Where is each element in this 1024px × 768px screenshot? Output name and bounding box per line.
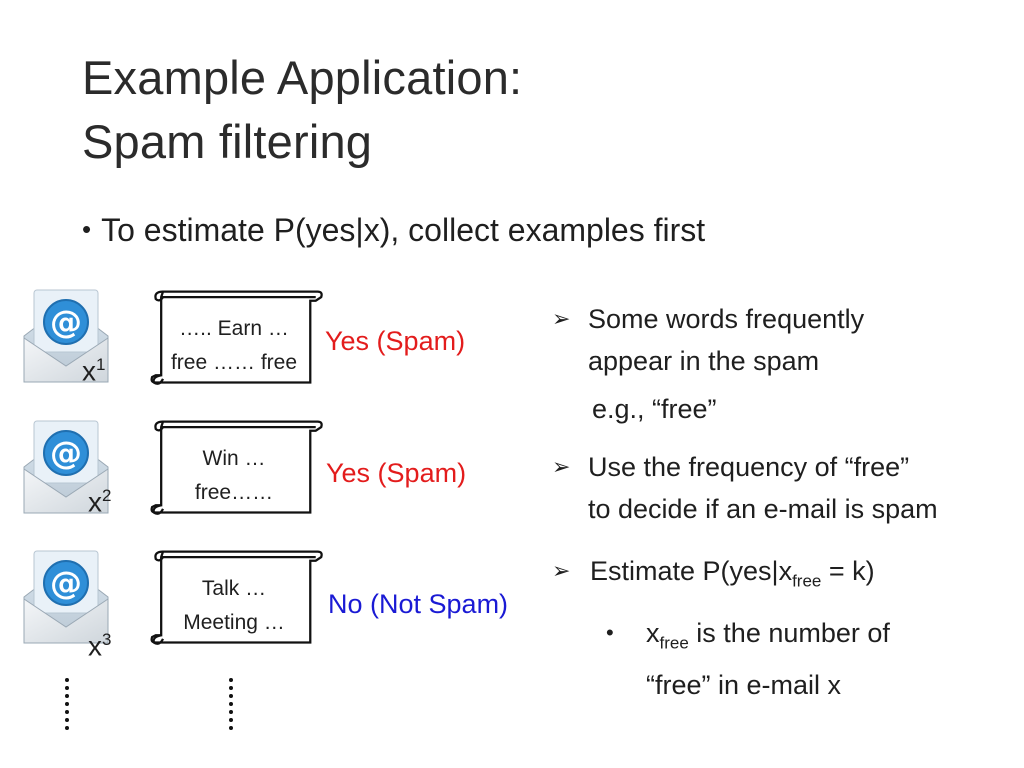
example-1-label: Yes (Spam) — [325, 326, 466, 356]
example-1-var: x1 — [82, 355, 106, 387]
example-3-var: x3 — [88, 630, 112, 662]
svg-text:@: @ — [50, 303, 82, 341]
right-point-1: ➢ Some words frequently appear in the sp… — [552, 298, 1012, 430]
example-2-label: Yes (Spam) — [326, 458, 467, 488]
title-line-1: Example Application: — [82, 51, 523, 104]
example-2: @ — [18, 413, 114, 522]
slide-title: Example Application: Spam filtering — [82, 46, 522, 174]
vertical-ellipsis-icon — [65, 678, 69, 730]
example-3-label: No (Not Spam) — [328, 589, 509, 619]
bullet-dot-icon: • — [606, 620, 614, 645]
scroll-icon — [150, 550, 323, 645]
bullet-dot-icon: • — [82, 214, 92, 244]
example-3: @ — [18, 543, 114, 652]
main-bullet-text: To estimate P(yes|x), collect examples f… — [101, 212, 706, 248]
svg-text:@: @ — [50, 434, 82, 472]
scroll-icon — [150, 290, 323, 385]
vertical-ellipsis-icon — [229, 678, 233, 730]
right-point-3: ➢ Estimate P(yes|xfree = k) — [552, 550, 1012, 602]
title-line-2: Spam filtering — [82, 115, 373, 168]
email-at-icon: @ — [23, 289, 109, 383]
example-1-text: ….. Earn … free …… free — [170, 317, 298, 374]
example-1: @ — [18, 282, 114, 391]
example-2-text: Win … free…… — [194, 447, 274, 504]
email-at-icon: @ — [23, 550, 109, 644]
arrow-bullet-icon: ➢ — [552, 454, 571, 479]
scroll-icon — [150, 420, 323, 515]
email-at-icon: @ — [23, 420, 109, 514]
example-3-text: Talk … Meeting … — [183, 577, 285, 634]
right-point-4: • xfree is the number of “free” in e-mai… — [606, 612, 1006, 706]
main-bullet: • To estimate P(yes|x), collect examples … — [82, 210, 705, 252]
right-point-2: ➢ Use the frequency of “free” to decide … — [552, 446, 1017, 530]
svg-text:@: @ — [50, 564, 82, 602]
arrow-bullet-icon: ➢ — [552, 306, 571, 331]
right-point-1-example: e.g., “free” — [592, 394, 717, 424]
arrow-bullet-icon: ➢ — [552, 558, 571, 583]
example-2-var: x2 — [88, 486, 112, 518]
